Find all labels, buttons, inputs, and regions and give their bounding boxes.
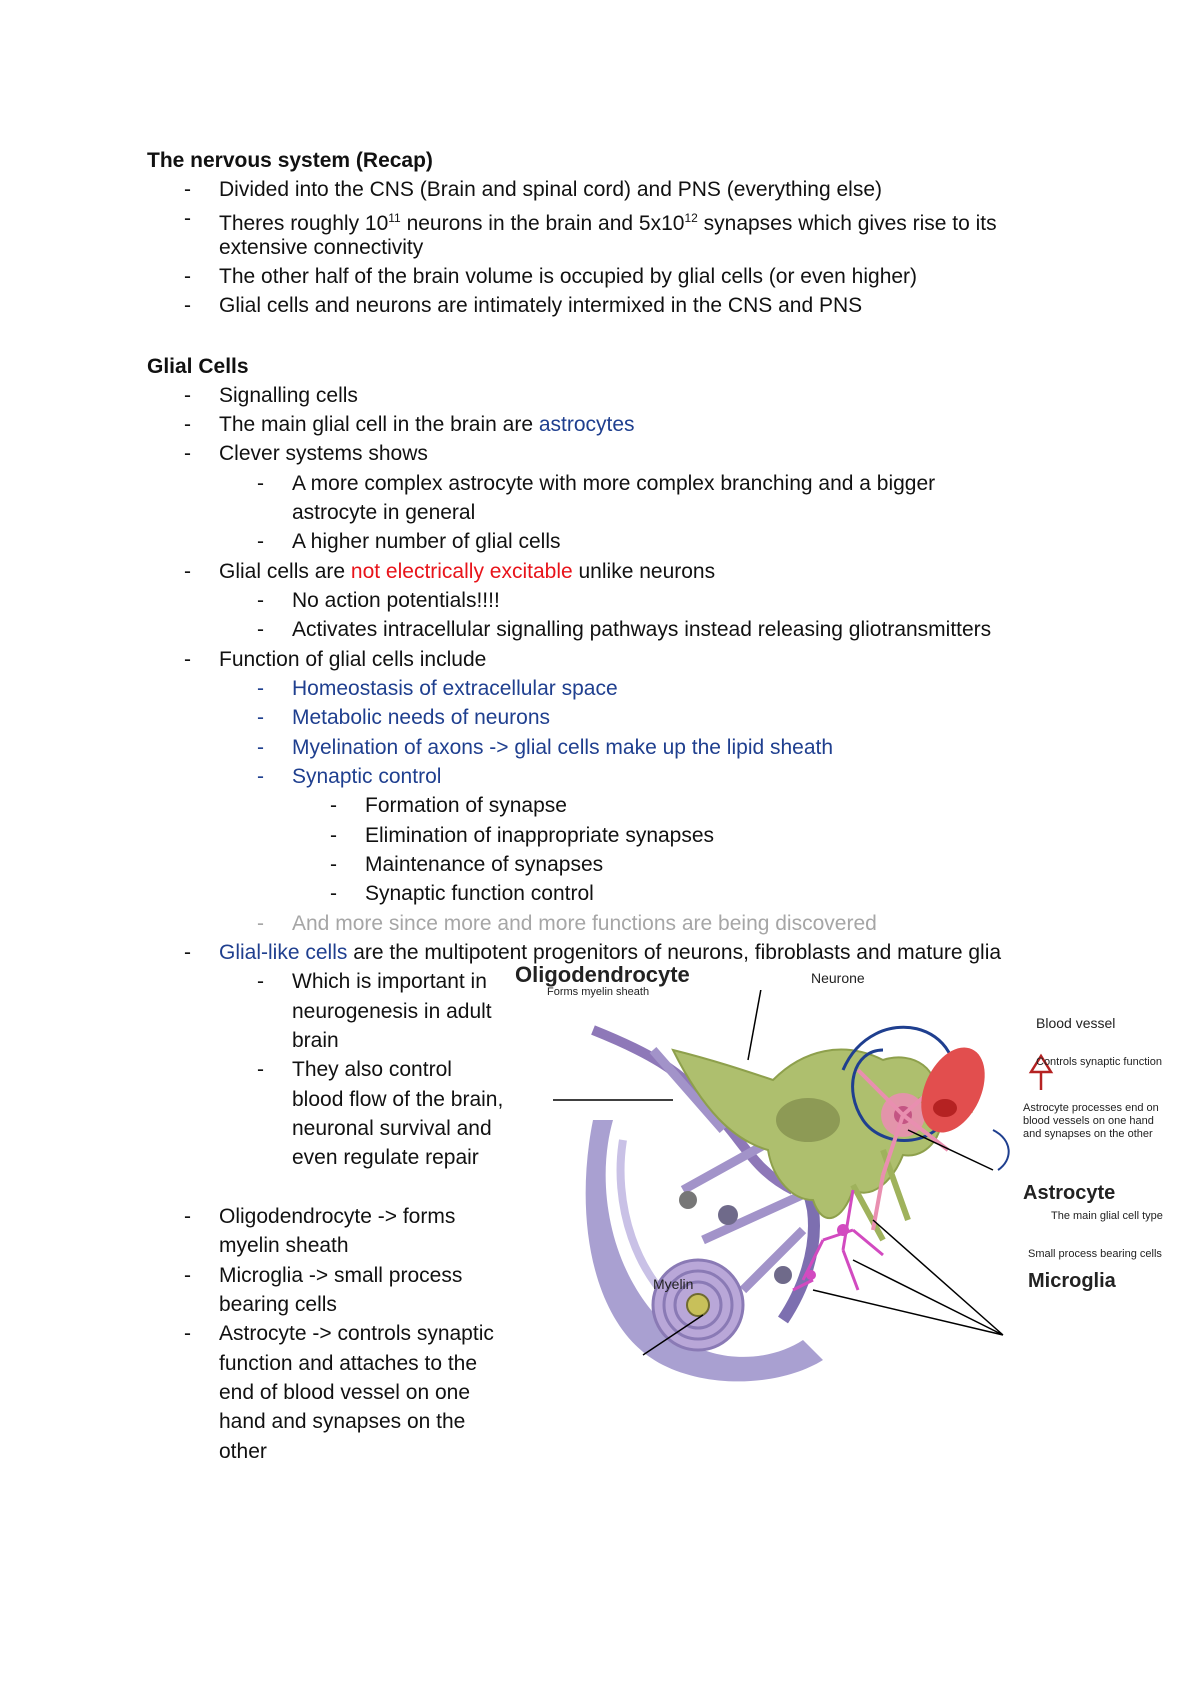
figure-label-small-process: Small process bearing cells bbox=[1028, 1248, 1162, 1260]
highlight-not-excitable: not electrically excitable bbox=[350, 560, 573, 583]
figure-label-neurone: Neurone bbox=[811, 970, 865, 986]
sub-bullet-item: -Synaptic control bbox=[257, 765, 442, 788]
bullet-continuation: myelin sheath bbox=[219, 1234, 349, 1257]
sub-bullet-continuation: blood flow of the brain, bbox=[292, 1088, 504, 1111]
sub-bullet-item: -Myelination of axons -> glial cells mak… bbox=[257, 736, 834, 759]
sub-bullet-item: -A more complex astrocyte with more comp… bbox=[257, 472, 936, 495]
callout-line-neurone bbox=[747, 977, 764, 1061]
blood-vessel-lumen bbox=[933, 1099, 957, 1117]
axon-core bbox=[686, 1293, 710, 1317]
bullet-continuation: bearing cells bbox=[219, 1293, 337, 1316]
bullet-item: -Signalling cells bbox=[184, 384, 358, 407]
bullet-item: -Oligodendrocyte -> forms bbox=[184, 1205, 456, 1228]
highlight-astrocytes: astrocytes bbox=[538, 413, 635, 436]
microglia-body bbox=[806, 1270, 816, 1280]
oligodendrocyte-body bbox=[718, 1205, 738, 1225]
figure-label-microglia: Microglia bbox=[1028, 1270, 1116, 1292]
glial-cells-figure: Oligodendrocyte Forms myelin sheath Neur… bbox=[515, 962, 1163, 1410]
microglia-body bbox=[837, 1224, 849, 1236]
figure-label-astrocyte-processes: Astrocyte processes end on blood vessels… bbox=[1023, 1102, 1159, 1140]
bullet-item: -Theres roughly 1011 neurons in the brai… bbox=[184, 207, 997, 235]
sub-bullet-continuation: neurogenesis in adult bbox=[292, 1000, 492, 1023]
figure-label-blood-vessel: Blood vessel bbox=[1036, 1015, 1116, 1031]
annotation-arrow-icon bbox=[992, 1129, 1010, 1171]
bullet-item: -Divided into the CNS (Brain and spinal … bbox=[184, 178, 882, 201]
bullet-item: -Microglia -> small process bbox=[184, 1264, 463, 1287]
bullet-item: -The main glial cell in the brain are as… bbox=[184, 413, 635, 436]
oligodendrocyte-body bbox=[679, 1191, 697, 1209]
up-arrow-icon bbox=[1028, 1053, 1054, 1090]
figure-label-controls-synaptic: Controls synaptic function bbox=[1036, 1056, 1162, 1068]
sub-bullet-item: -Activates intracellular signalling path… bbox=[257, 618, 992, 641]
sub-bullet-item: -They also control bbox=[257, 1058, 452, 1081]
bullet-item: -The other half of the brain volume is o… bbox=[184, 265, 918, 288]
callout-line-microglia bbox=[812, 1219, 1004, 1336]
bullet-item: -Glial cells and neurons are intimately … bbox=[184, 294, 863, 317]
figure-label-main-glial: The main glial cell type bbox=[1051, 1210, 1163, 1222]
callout-line-oligodendrocyte bbox=[546, 985, 673, 1101]
sub-sub-bullet-item: -Formation of synapse bbox=[330, 794, 567, 817]
callout-line-astrocyte bbox=[907, 1129, 994, 1171]
bullet-continuation: extensive connectivity bbox=[219, 236, 424, 259]
sub-bullet-continuation: neuronal survival and bbox=[292, 1117, 492, 1140]
vessel-shape bbox=[585, 1120, 823, 1382]
sub-bullet-item: -Which is important in bbox=[257, 970, 487, 993]
bullet-item: -Glial cells are not electrically excita… bbox=[184, 560, 716, 583]
astrocyte-process bbox=[856, 1068, 950, 1231]
bullet-item: -Clever systems shows bbox=[184, 442, 428, 465]
figure-label-astrocyte: Astrocyte bbox=[1023, 1182, 1116, 1204]
figure-label-forms-myelin: Forms myelin sheath bbox=[547, 986, 650, 998]
sub-bullet-item: -A higher number of glial cells bbox=[257, 530, 561, 553]
bullet-item: -Glial-like cells are the multipotent pr… bbox=[184, 941, 1002, 964]
bullet-continuation: other bbox=[219, 1440, 267, 1463]
highlight-glial-like-cells: Glial-like cells bbox=[219, 941, 348, 964]
bullet-item: -Astrocyte -> controls synaptic bbox=[184, 1322, 494, 1345]
sub-sub-bullet-item: -Elimination of inappropriate synapses bbox=[330, 824, 715, 847]
figure-label-oligodendrocyte: Oligodendrocyte bbox=[515, 962, 690, 987]
section-heading-glial-cells: Glial Cells bbox=[147, 355, 249, 378]
figure-label-myelin: Myelin bbox=[653, 1276, 694, 1292]
axon bbox=[649, 1047, 815, 1294]
callout-line-myelin bbox=[642, 1314, 704, 1356]
oligodendrocyte-body bbox=[774, 1266, 792, 1284]
sub-bullet-item: -Metabolic needs of neurons bbox=[257, 706, 550, 729]
sub-bullet-continuation: brain bbox=[292, 1029, 339, 1052]
sub-bullet-continuation: even regulate repair bbox=[292, 1146, 479, 1169]
bullet-continuation: hand and synapses on the bbox=[219, 1410, 466, 1433]
microglia-process bbox=[792, 1189, 884, 1292]
sub-bullet-continuation: astrocyte in general bbox=[292, 501, 476, 524]
section-heading-nervous-system: The nervous system (Recap) bbox=[147, 149, 433, 172]
bullet-continuation: end of blood vessel on one bbox=[219, 1381, 471, 1404]
neurone-nucleus bbox=[776, 1098, 840, 1142]
bullet-item: -Function of glial cells include bbox=[184, 648, 487, 671]
sub-sub-bullet-item: -Maintenance of synapses bbox=[330, 853, 604, 876]
bullet-continuation: function and attaches to the bbox=[219, 1352, 478, 1375]
sub-bullet-item: -Homeostasis of extracellular space bbox=[257, 677, 618, 700]
glial-cells-illustration bbox=[546, 977, 1054, 1382]
sub-bullet-item: -No action potentials!!!! bbox=[257, 589, 500, 612]
sub-bullet-item: -And more since more and more functions … bbox=[257, 912, 877, 935]
sub-sub-bullet-item: -Synaptic function control bbox=[330, 882, 594, 905]
myelin-ring bbox=[673, 1280, 723, 1330]
myelin-ring bbox=[662, 1269, 734, 1341]
